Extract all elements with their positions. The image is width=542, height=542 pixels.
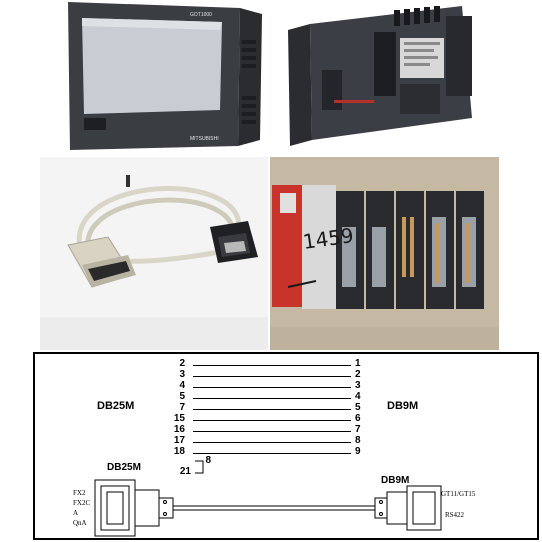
wire-line [193, 420, 351, 421]
left-pin: 3 [179, 369, 185, 380]
jumper-bracket [195, 460, 204, 474]
db25-title: DB25M [97, 400, 135, 412]
wire-line [193, 387, 351, 388]
plc-illustration: 1459 [270, 157, 499, 350]
right-model: GT11/GT15 [441, 490, 476, 498]
wire-line [193, 365, 351, 366]
wire-line [193, 431, 351, 432]
right-plug-label: DB9M [381, 475, 410, 486]
db25-plug-drawing [94, 479, 174, 537]
hmi-back-illustration [282, 0, 482, 148]
hmi-back-photo [282, 0, 482, 148]
left-pin: 4 [179, 380, 185, 391]
left-model: FX2 [73, 489, 86, 497]
plc-photo: 1459 [270, 157, 499, 350]
db9-title: DB9M [387, 400, 419, 412]
wire-line [193, 376, 351, 377]
db9-plug-drawing [374, 485, 442, 531]
wiring-diagram: DB25M DB9M 2 1 3 2 4 3 5 4 7 5 15 6 16 7… [33, 352, 539, 540]
left-pin: 2 [179, 358, 185, 369]
jumper-pin: 21 [179, 466, 191, 477]
wire-line [193, 442, 351, 443]
left-pin: 5 [179, 391, 185, 402]
right-pin: 7 [355, 424, 361, 435]
cable-illustration [40, 157, 268, 350]
hmi-front-illustration: GOT1000 MITSUBISHI [40, 0, 270, 154]
right-pin: 3 [355, 380, 361, 391]
right-pin: 6 [355, 413, 361, 424]
hmi-maker-text: MITSUBISHI [190, 136, 219, 142]
left-model: QnA [73, 519, 87, 527]
wire-line [193, 453, 351, 454]
left-pin: 17 [173, 435, 185, 446]
left-pin: 16 [173, 424, 185, 435]
jumper-pin: 8 [205, 455, 211, 466]
cable-photo [40, 157, 268, 350]
wire-line [193, 409, 351, 410]
left-plug-label: DB25M [107, 462, 141, 473]
hmi-brand-text: GOT1000 [190, 12, 212, 18]
right-pin: 8 [355, 435, 361, 446]
left-pin: 7 [179, 402, 185, 413]
hmi-front-photo: GOT1000 MITSUBISHI [40, 0, 270, 154]
left-pin: 18 [173, 446, 185, 457]
right-pin: 1 [355, 358, 361, 369]
right-pin: 5 [355, 402, 361, 413]
right-pin: 4 [355, 391, 361, 402]
wire-line [193, 398, 351, 399]
left-model: FX2C [73, 499, 91, 507]
left-model: A [73, 509, 79, 517]
right-model: RS422 [445, 511, 465, 519]
left-pin: 15 [173, 413, 185, 424]
cable-drawing [94, 479, 442, 537]
right-pin: 9 [355, 446, 361, 457]
right-pin: 2 [355, 369, 361, 380]
